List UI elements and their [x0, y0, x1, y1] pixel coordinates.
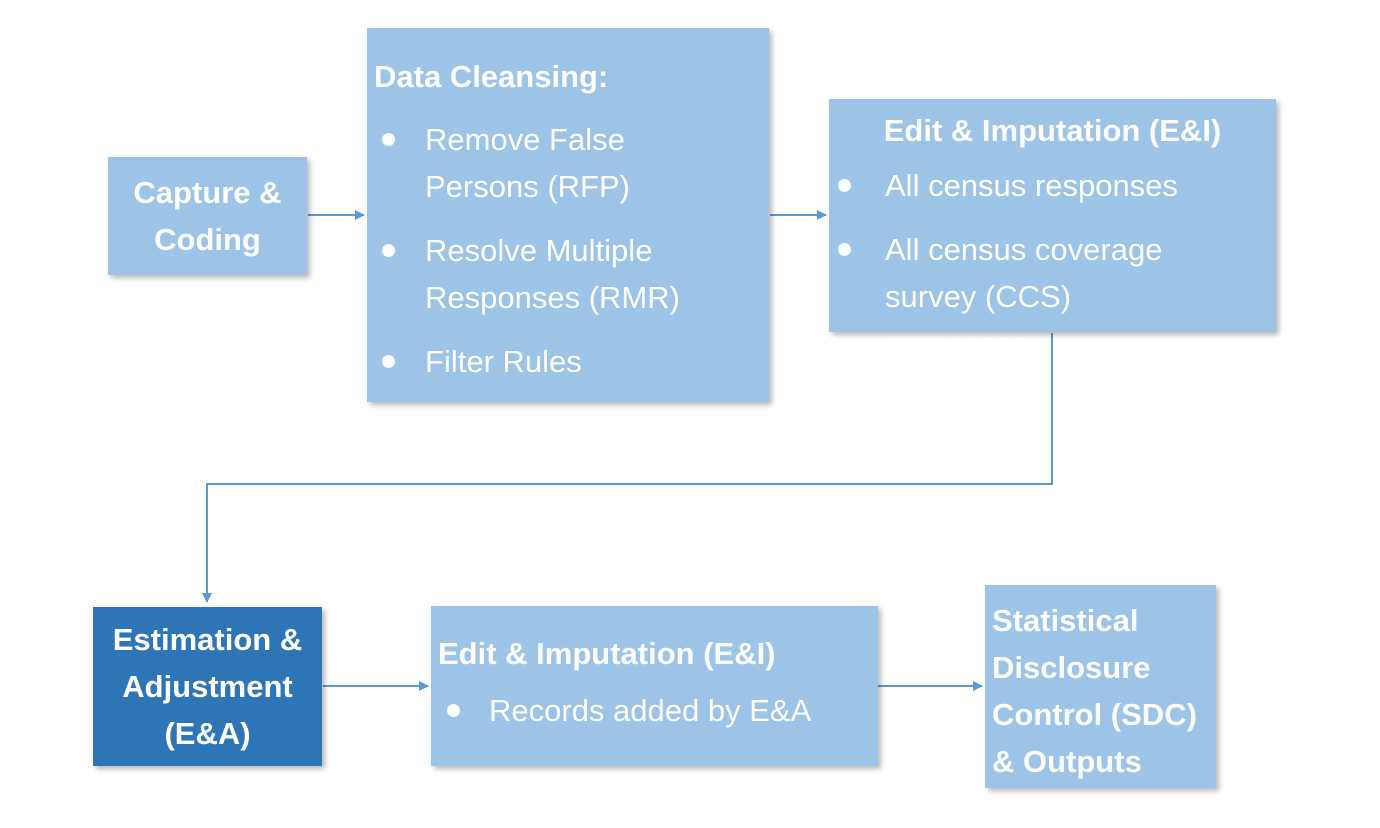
data-cleansing-title: Data Cleansing: — [374, 59, 609, 94]
edit-imputation-box-1: Edit & Imputation (E&I) All census respo… — [829, 99, 1276, 361]
data-cleansing-item-text: Remove False Persons (RFP) — [425, 122, 630, 204]
edit-imputation-2-item-text: Records added by E&A — [489, 693, 812, 728]
bullet-dot — [838, 179, 851, 192]
arrow-edit-imputation-to-estimation — [202, 333, 1053, 603]
estimation-adjustment-box: Estimation & Adjustment (E&A) — [93, 607, 322, 766]
sdc-outputs-title: Statistical Disclosure Control (SDC) & O… — [992, 603, 1197, 779]
edit-imputation-box-2: Edit & Imputation (E&I) Records added by… — [431, 606, 878, 766]
capture-coding-title: Capture & Coding — [133, 175, 282, 257]
edit-imputation-1-title: Edit & Imputation (E&I) — [883, 113, 1222, 148]
estimation-adjustment-title: Estimation & Adjustment (E&A) — [112, 622, 303, 751]
bullet-dot — [447, 704, 460, 717]
bullet-dot — [382, 244, 395, 257]
data-cleansing-item: Filter Rules — [374, 338, 725, 385]
sdc-outputs-box: Statistical Disclosure Control (SDC) & O… — [985, 585, 1216, 788]
edit-imputation-2-title: Edit & Imputation (E&I) — [438, 636, 776, 671]
data-cleansing-item-text: Resolve Multiple Responses (RMR) — [425, 233, 680, 315]
edit-imputation-1-item-text: All census coverage survey (CCS) respons… — [885, 232, 1163, 361]
bullet-dot — [382, 355, 395, 368]
edit-imputation-1-list: All census responses All census coverage… — [829, 162, 1276, 367]
data-cleansing-list: Remove False Persons (RFP) Resolve Multi… — [374, 116, 769, 385]
data-cleansing-item-text: Filter Rules — [425, 344, 582, 379]
edit-imputation-1-item: All census responses — [829, 162, 1276, 209]
edit-imputation-1-item: All census coverage survey (CCS) respons… — [829, 226, 1215, 367]
data-cleansing-item: Resolve Multiple Responses (RMR) — [374, 227, 725, 321]
edit-imputation-2-list: Records added by E&A — [438, 687, 878, 734]
data-cleansing-box: Data Cleansing: Remove False Persons (RF… — [367, 28, 769, 402]
bullet-dot — [838, 243, 851, 256]
data-cleansing-item: Remove False Persons (RFP) — [374, 116, 715, 210]
bullet-dot — [382, 133, 395, 146]
capture-coding-box: Capture & Coding — [108, 157, 307, 275]
edit-imputation-1-item-text: All census responses — [885, 168, 1178, 203]
edit-imputation-2-item: Records added by E&A — [438, 687, 878, 734]
